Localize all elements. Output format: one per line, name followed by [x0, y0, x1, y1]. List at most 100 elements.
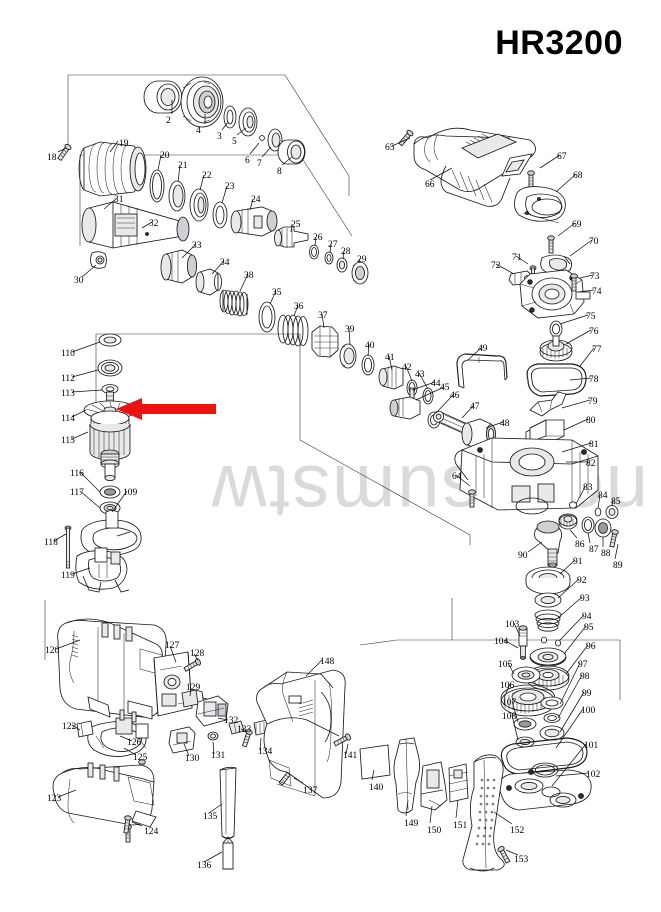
barrel-parts-18-24 [56, 141, 278, 237]
callout-number-97: 97 [578, 660, 588, 670]
callout-number-125: 125 [133, 753, 148, 763]
callout-number-26: 26 [313, 233, 323, 243]
callout-number-5: 5 [232, 137, 237, 147]
callout-number-94: 94 [582, 612, 592, 622]
callout-number-82: 82 [586, 459, 596, 469]
callout-number-49: 49 [478, 344, 488, 354]
callout-number-66: 66 [425, 180, 435, 190]
callout-number-91: 91 [573, 557, 583, 567]
callout-number-78: 78 [589, 375, 599, 385]
callout-number-122: 122 [62, 722, 77, 732]
callout-number-152: 152 [510, 826, 525, 836]
callout-number-141: 141 [343, 751, 358, 761]
callout-number-106: 106 [500, 681, 515, 691]
callout-number-127: 127 [165, 641, 180, 651]
callout-number-107: 107 [502, 698, 517, 708]
callout-number-67: 67 [557, 152, 567, 162]
cylinder-parts-30-39 [81, 201, 357, 369]
callout-number-43: 43 [415, 370, 425, 380]
callout-number-72: 72 [491, 261, 501, 271]
callout-number-124: 124 [144, 827, 159, 837]
motor-housing-120-137 [52, 618, 295, 870]
callout-number-130: 130 [185, 754, 200, 764]
callout-number-101: 101 [584, 741, 599, 751]
callout-number-153: 153 [514, 855, 529, 865]
callout-number-30: 30 [74, 276, 84, 286]
callout-number-33: 33 [192, 241, 202, 251]
callout-number-2: 2 [166, 116, 171, 126]
callout-number-105: 105 [498, 660, 513, 670]
callout-number-21: 21 [178, 161, 188, 171]
callout-number-87: 87 [589, 545, 599, 555]
callout-number-102: 102 [586, 770, 601, 780]
callout-number-115: 115 [61, 436, 75, 446]
callout-number-83: 83 [583, 483, 593, 493]
callout-number-24: 24 [251, 195, 261, 205]
callout-number-79: 79 [588, 397, 598, 407]
callout-number-69: 69 [572, 220, 582, 230]
callout-number-128: 128 [190, 649, 205, 659]
callout-number-92: 92 [577, 576, 587, 586]
callout-number-4: 4 [196, 126, 201, 136]
callout-number-38: 38 [244, 271, 254, 281]
callout-number-73: 73 [590, 272, 600, 282]
callout-number-80: 80 [586, 416, 596, 426]
callout-number-23: 23 [225, 182, 235, 192]
armature-parts-110-119 [64, 333, 142, 593]
callout-number-133: 133 [237, 725, 252, 735]
callout-number-95: 95 [584, 623, 594, 633]
callout-number-150: 150 [427, 826, 442, 836]
callout-number-76: 76 [589, 327, 599, 337]
callout-number-3: 3 [217, 132, 222, 142]
callout-number-20: 20 [160, 151, 170, 161]
callout-number-98: 98 [580, 672, 590, 682]
dust-housing-65-73 [397, 127, 573, 286]
callout-number-112: 112 [61, 374, 75, 384]
callout-number-32: 32 [149, 219, 159, 229]
callout-number-135: 135 [203, 812, 218, 822]
callout-number-88: 88 [601, 549, 611, 559]
callout-number-8: 8 [277, 167, 282, 177]
page-title: HR3200 [495, 24, 623, 62]
callout-number-36: 36 [294, 302, 304, 312]
highlight-arrow [116, 398, 216, 420]
callout-number-84: 84 [598, 491, 608, 501]
callout-number-103: 103 [505, 620, 520, 630]
grip-parts-149-153 [393, 737, 512, 872]
callout-number-64: 64 [452, 472, 462, 482]
callout-number-47: 47 [470, 402, 480, 412]
callout-number-77: 77 [592, 345, 602, 355]
callout-number-37: 37 [318, 311, 328, 321]
callout-number-6: 6 [245, 156, 250, 166]
handle-148 [256, 669, 391, 799]
callout-number-48: 48 [500, 419, 510, 429]
callout-number-35: 35 [272, 288, 282, 298]
callout-number-100: 100 [581, 706, 596, 716]
callout-number-75: 75 [586, 312, 596, 322]
callout-number-25: 25 [291, 220, 301, 230]
callout-number-90: 90 [518, 551, 528, 561]
callout-number-27: 27 [328, 240, 338, 250]
callout-number-31: 31 [114, 195, 124, 205]
callout-number-40: 40 [365, 341, 375, 351]
callout-number-110: 110 [61, 349, 75, 359]
callout-number-108: 108 [502, 712, 517, 722]
callout-number-113: 113 [61, 389, 75, 399]
group-frame-lines [44, 74, 621, 700]
callout-number-123: 123 [47, 794, 62, 804]
callout-number-7: 7 [257, 159, 262, 169]
callout-number-118: 118 [44, 538, 58, 548]
callout-number-136: 136 [197, 861, 212, 871]
callout-number-71: 71 [512, 253, 522, 263]
callout-number-81: 81 [589, 440, 599, 450]
callout-number-126: 126 [127, 738, 142, 748]
callout-number-86: 86 [575, 540, 585, 550]
callout-number-104: 104 [494, 637, 509, 647]
callout-number-114: 114 [61, 414, 75, 424]
gear-housing-body [454, 437, 599, 515]
callout-number-120: 120 [45, 646, 60, 656]
callout-number-148: 148 [320, 657, 335, 667]
callout-number-109: 109 [123, 488, 138, 498]
